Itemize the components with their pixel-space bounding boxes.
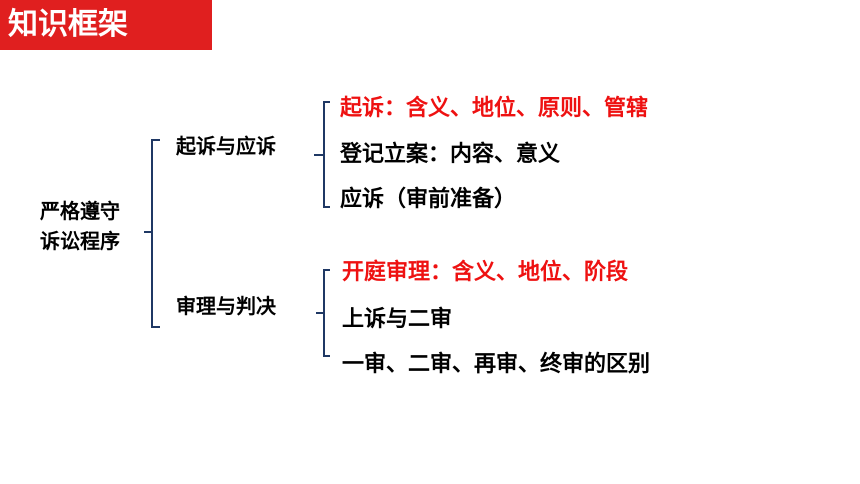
- leaf-registration: 登记立案：内容、意义: [340, 142, 561, 167]
- branch1-bracket: [314, 101, 330, 208]
- leaf-trial-differences: 一审、二审、再审、终审的区别: [342, 352, 651, 377]
- root-line-1: 严格遵守: [40, 199, 120, 223]
- page-title: 知识框架: [8, 7, 128, 42]
- leaf-response: 应诉（审前准备）: [340, 187, 517, 212]
- leaf-court-hearing: 开庭审理：含义、地位、阶段: [342, 260, 629, 285]
- leaf-filing: 起诉：含义、地位、原则、管辖: [340, 96, 649, 121]
- title-bar: 知识框架: [0, 0, 212, 50]
- branch2-bracket: [316, 269, 330, 357]
- branch-filing-and-response: 起诉与应诉: [176, 134, 276, 158]
- leaf-appeal: 上诉与二审: [342, 307, 453, 332]
- root-line-2: 诉讼程序: [40, 229, 120, 253]
- branch-trial-and-judgment: 审理与判决: [176, 294, 276, 318]
- diagram-root: 严格遵守 诉讼程序: [40, 196, 120, 256]
- root-bracket: [144, 139, 160, 328]
